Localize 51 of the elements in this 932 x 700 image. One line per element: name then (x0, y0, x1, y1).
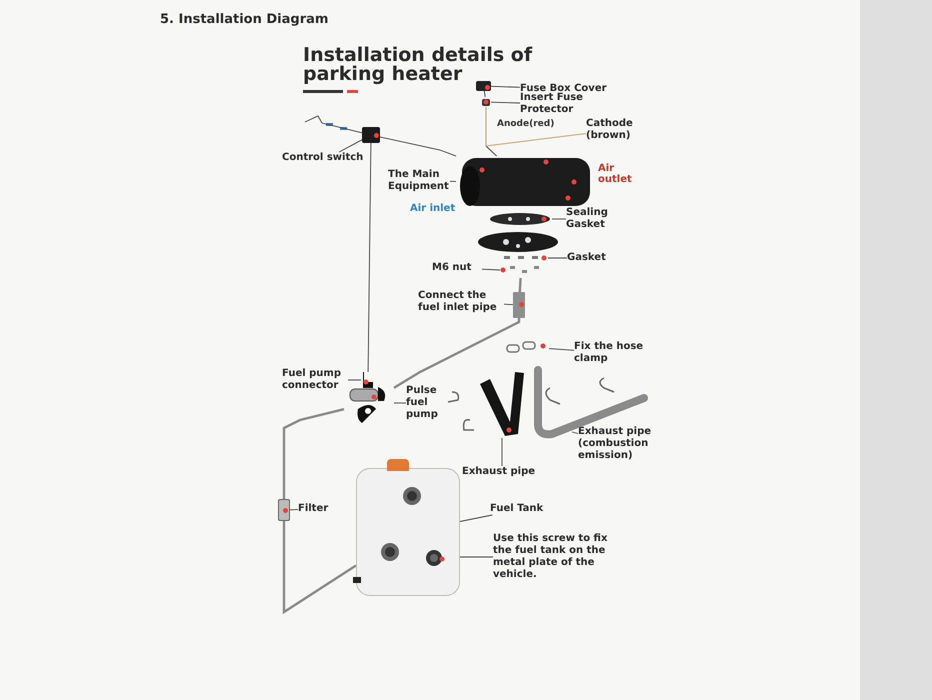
callout-label: Gasket (567, 252, 611, 264)
callout-label: Cathode (brown) (586, 118, 642, 142)
fuel-pipe (282, 408, 344, 499)
pipe-bar (513, 292, 525, 318)
callout-label: Control switch (282, 152, 374, 164)
part-box (362, 127, 380, 143)
wire (368, 142, 372, 372)
washers-drawing (502, 254, 548, 262)
callout-label: Use this screw to fix the fuel tank on the metal plate of the vehicle. (493, 533, 625, 581)
callout-label: Fuel pump connector (282, 368, 348, 392)
callout-label: The Main Equipment (388, 169, 450, 193)
leader-line (450, 180, 456, 182)
leader-line (394, 402, 406, 404)
wire (304, 115, 362, 134)
wire (380, 136, 456, 157)
callout-label: Fuel Tank (490, 503, 554, 515)
callout-label: Sealing Gasket (566, 207, 616, 231)
fuel-pipe (518, 278, 522, 292)
callout-label: Pulse fuel pump (406, 385, 450, 421)
callout-label: Exhaust pipe (combustion emission) (578, 426, 664, 462)
fuel-pipe (393, 318, 520, 389)
pumpconn-drawing (361, 372, 375, 388)
callout-label: Exhaust pipe (462, 466, 542, 478)
leader-line (338, 139, 362, 152)
vpipe-drawing (478, 370, 526, 438)
wire (484, 90, 486, 98)
callout-label: Connect the fuel inlet pipe (418, 290, 504, 314)
part-box (476, 81, 491, 91)
leader-line (490, 86, 520, 88)
callout-label: Insert Fuse Protector (520, 93, 584, 115)
part-box (278, 499, 290, 521)
leader-line (490, 102, 520, 104)
leader-line (504, 304, 514, 306)
fuel-pipe (282, 521, 357, 614)
leader-line (486, 106, 586, 146)
section-heading: 5. Installation Diagram (160, 11, 328, 29)
callout-label: M6 nut (432, 262, 482, 274)
leader-line (482, 268, 500, 270)
leader-line (572, 432, 578, 434)
part-label: Air inlet (410, 202, 456, 216)
screw-drawing (425, 549, 443, 567)
part-label: Air outlet (598, 163, 632, 185)
diagram-title: Installation details of parking heater (303, 46, 532, 84)
callout-label: Fix the hose clamp (574, 341, 650, 365)
sealing-drawing (488, 212, 552, 226)
fuseprot-drawing (481, 97, 491, 107)
leader-line (460, 514, 493, 522)
leader-line (548, 348, 574, 351)
callout-label: Filter (298, 503, 338, 515)
leader-line (552, 218, 566, 220)
wire-label: Anode(red) (497, 118, 554, 131)
